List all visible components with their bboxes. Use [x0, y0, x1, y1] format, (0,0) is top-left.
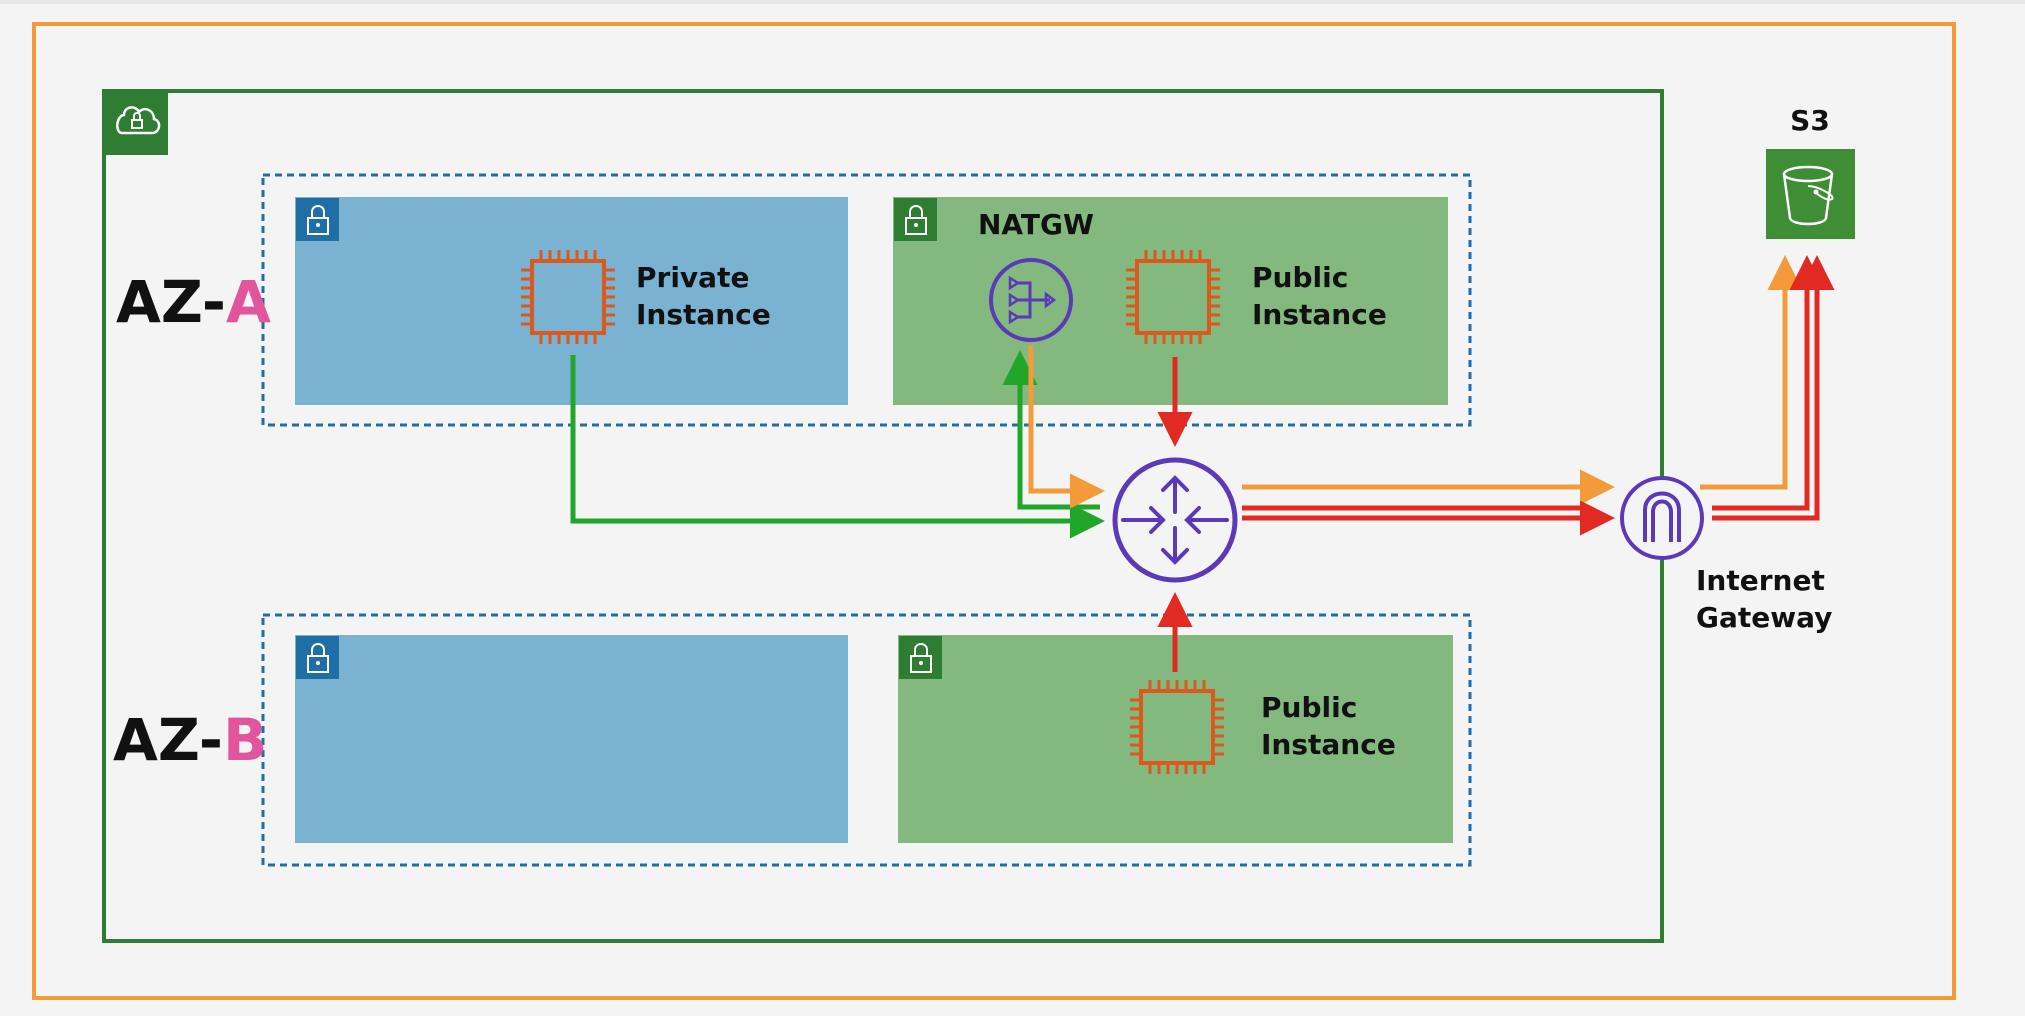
igw-to-s3-orange-flow	[1700, 255, 1803, 490]
az-a-label: AZ-A	[116, 268, 271, 336]
lock-icon	[296, 198, 339, 241]
public-instance-b-label: Public Instance	[1261, 691, 1396, 761]
lock-icon	[894, 198, 937, 241]
router-icon	[1112, 457, 1238, 583]
az-b-label: AZ-B	[113, 706, 267, 774]
lock-icon	[296, 636, 339, 679]
private-instance-chip-icon	[521, 250, 615, 344]
private-instance-label: Private Instance	[636, 261, 771, 331]
lock-icon	[899, 636, 942, 679]
internet-gateway-label: Internet Gateway	[1696, 564, 1835, 634]
s3-label: S3	[1790, 104, 1830, 137]
region-boundary	[32, 22, 1956, 1000]
natgw-label: NATGW	[978, 208, 1094, 241]
az-a-boundary	[261, 173, 1472, 427]
public-instance-chip-icon	[1126, 250, 1220, 344]
s3-bucket-icon	[1766, 149, 1855, 239]
internet-gateway-icon	[1620, 476, 1704, 560]
az-b-boundary	[261, 613, 1472, 867]
igw-to-s3-red-flow-1	[1712, 255, 1825, 511]
cloud-lock-icon	[106, 93, 168, 155]
public-instance-b-chip-icon	[1130, 680, 1224, 774]
private-to-router-flow	[570, 355, 1105, 539]
private-subnet-b	[295, 635, 848, 843]
public-instance-a-label: Public Instance	[1252, 261, 1387, 331]
natgw-to-router-flow	[1028, 345, 1105, 509]
igw-to-s3-red-flow-2	[1712, 255, 1835, 521]
nat-gateway-icon	[989, 258, 1073, 342]
public-subnet-a	[893, 197, 1448, 405]
